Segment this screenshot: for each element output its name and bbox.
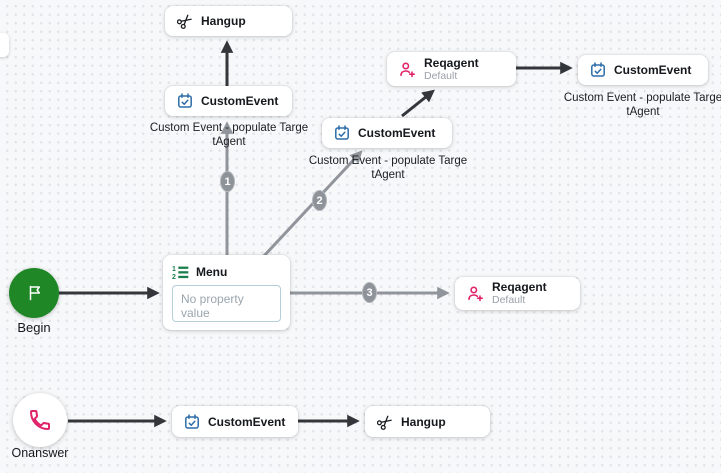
caption-line: tAgent — [371, 169, 405, 181]
svg-text:1: 1 — [172, 266, 176, 273]
node-customevent-mid[interactable]: CustomEvent — [322, 118, 452, 148]
onanswer-node[interactable] — [13, 393, 67, 447]
node-sublabel: Default — [492, 294, 526, 306]
node-label: Hangup — [201, 14, 246, 28]
node-hangup-bottom[interactable]: Hangup — [365, 406, 490, 437]
calendar-check-icon — [184, 413, 200, 430]
edge-order-badge-3[interactable]: 3 — [362, 282, 377, 303]
caption-customevent-right: Custom Event - populate Targe tAgent — [553, 91, 721, 119]
onanswer-label: Onanswer — [11, 446, 69, 460]
node-regagent-right[interactable]: Reqagent Default — [455, 277, 580, 310]
edge-customevent-mid-to-regagent-top[interactable] — [401, 89, 435, 118]
ordered-list-icon: 1 2 — [172, 264, 189, 280]
edge-menu-to-customevent-mid[interactable] — [261, 150, 363, 259]
partial-offscreen-node[interactable] — [0, 33, 9, 57]
node-label: Reqagent — [424, 55, 479, 70]
node-label: CustomEvent — [614, 63, 692, 77]
calendar-check-icon — [590, 62, 606, 78]
caption-line: tAgent — [626, 106, 660, 118]
caption-line: Custom Event - populate Targe — [563, 92, 721, 104]
begin-node[interactable] — [9, 268, 59, 318]
svg-text:2: 2 — [172, 274, 176, 280]
node-label: Menu — [196, 265, 228, 279]
caption-line: Custom Event - populate Targe — [149, 122, 309, 134]
node-customevent-left[interactable]: CustomEvent — [165, 86, 292, 116]
hangup-scissors-icon — [177, 13, 193, 29]
node-customevent-bottom[interactable]: CustomEvent — [172, 406, 298, 437]
node-label: CustomEvent — [358, 126, 436, 140]
caption-line: Custom Event - populate Targe — [308, 155, 468, 167]
edge-order-badge-2[interactable]: 2 — [312, 190, 327, 211]
menu-property-input[interactable] — [172, 285, 281, 322]
node-hangup-top[interactable]: Hangup — [165, 6, 292, 36]
edge-order-badge-1[interactable]: 1 — [220, 171, 235, 192]
caption-customevent-left: Custom Event - populate Targe tAgent — [139, 121, 319, 149]
node-label: CustomEvent — [208, 414, 286, 429]
node-menu[interactable]: 1 2 Menu — [163, 255, 290, 330]
node-customevent-right[interactable]: CustomEvent — [578, 55, 708, 85]
phone-icon — [28, 408, 52, 432]
node-label: Reqagent — [492, 280, 547, 294]
begin-label: Begin — [17, 320, 51, 335]
caption-customevent-mid: Custom Event - populate Targe tAgent — [298, 154, 478, 182]
flag-icon — [23, 282, 45, 304]
add-agent-icon — [399, 61, 416, 78]
calendar-check-icon — [177, 93, 193, 109]
node-sublabel: Default — [424, 69, 458, 82]
node-label: Hangup — [401, 414, 446, 429]
node-regagent-top[interactable]: Reqagent Default — [387, 52, 516, 86]
caption-line: tAgent — [212, 136, 246, 148]
add-agent-icon — [467, 285, 484, 302]
calendar-check-icon — [334, 125, 350, 141]
node-label: CustomEvent — [201, 94, 279, 108]
hangup-scissors-icon — [377, 414, 393, 430]
